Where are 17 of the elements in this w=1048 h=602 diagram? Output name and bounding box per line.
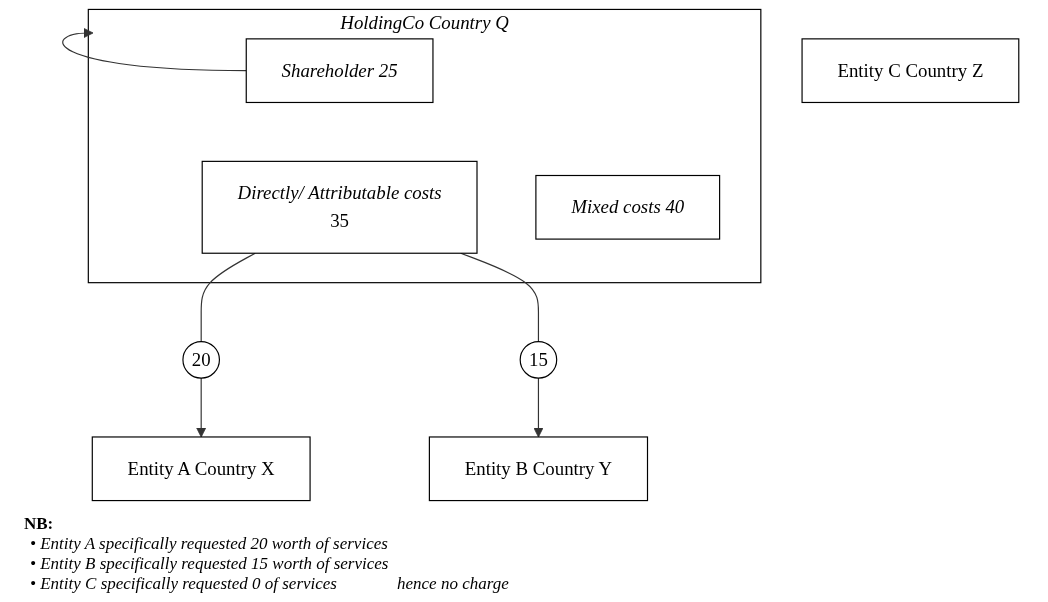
node-box: Entity A Country X	[91, 436, 311, 502]
node-box: Entity B Country Y	[428, 436, 648, 502]
note-text: hence no charge	[397, 574, 509, 593]
note-text: • Entity B specifically requested 15 worth of services	[30, 554, 389, 573]
node-circle: 15	[519, 341, 558, 379]
node-circle: 20	[182, 341, 220, 379]
node-box: Entity C Country Z	[801, 38, 1020, 104]
arrow	[195, 377, 207, 438]
node-box: Directly/ Attributable costs 35	[201, 160, 478, 254]
note-text: • Entity A specifically requested 20 worth of services	[30, 534, 388, 553]
arrow	[533, 377, 544, 438]
node-box: Mixed costs 40	[535, 174, 721, 240]
node-box: Shareholder 25	[245, 38, 434, 104]
arrow	[62, 28, 247, 72]
note-heading: NB:	[24, 514, 55, 534]
connector	[200, 252, 256, 343]
note-text: • Entity C specifically requested 0 of services	[30, 574, 337, 593]
